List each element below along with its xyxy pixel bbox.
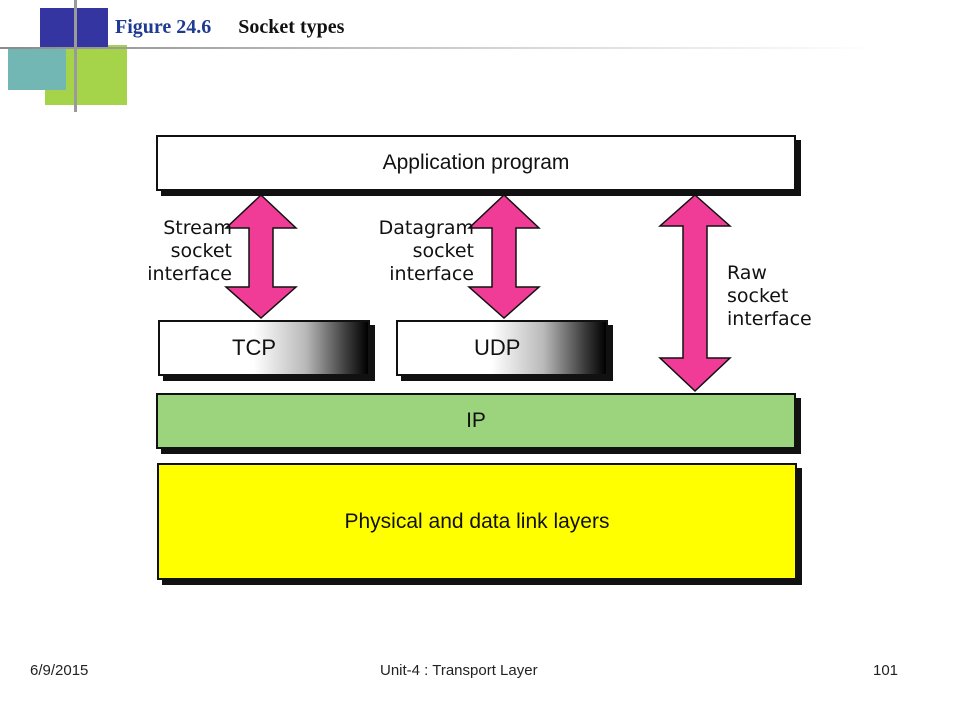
tcp-box: TCP: [158, 320, 370, 376]
decor-vertical-line: [74, 0, 77, 112]
footer-title: Unit-4 : Transport Layer: [380, 662, 538, 679]
figure-caption: Socket types: [238, 16, 345, 38]
slide-title: Figure 24.6 Socket types: [115, 16, 344, 39]
stream-socket-arrow: [224, 193, 298, 320]
decor-teal-square: [8, 48, 66, 90]
datagram-socket-arrow: [467, 193, 541, 320]
physical-layers-label: Physical and data link layers: [344, 509, 610, 533]
datagram-socket-interface-label: Datagram socket interface: [378, 217, 474, 285]
tcp-label: TCP: [232, 335, 276, 360]
udp-label: UDP: [474, 335, 521, 360]
raw-socket-interface-label: Raw socket interface: [727, 262, 812, 330]
physical-layers-box: Physical and data link layers: [157, 463, 797, 580]
ip-box: IP: [156, 393, 796, 449]
figure-label: Figure 24.6: [115, 16, 212, 38]
application-program-label: Application program: [382, 151, 570, 174]
footer-date: 6/9/2015: [30, 662, 89, 679]
raw-socket-arrow: [658, 193, 732, 393]
decor-horizontal-line: [0, 47, 880, 49]
page-number: 101: [873, 662, 899, 679]
application-program-box: Application program: [156, 135, 796, 191]
ip-label: IP: [466, 409, 486, 432]
udp-box: UDP: [396, 320, 608, 376]
stream-socket-interface-label: Stream socket interface: [147, 217, 232, 285]
